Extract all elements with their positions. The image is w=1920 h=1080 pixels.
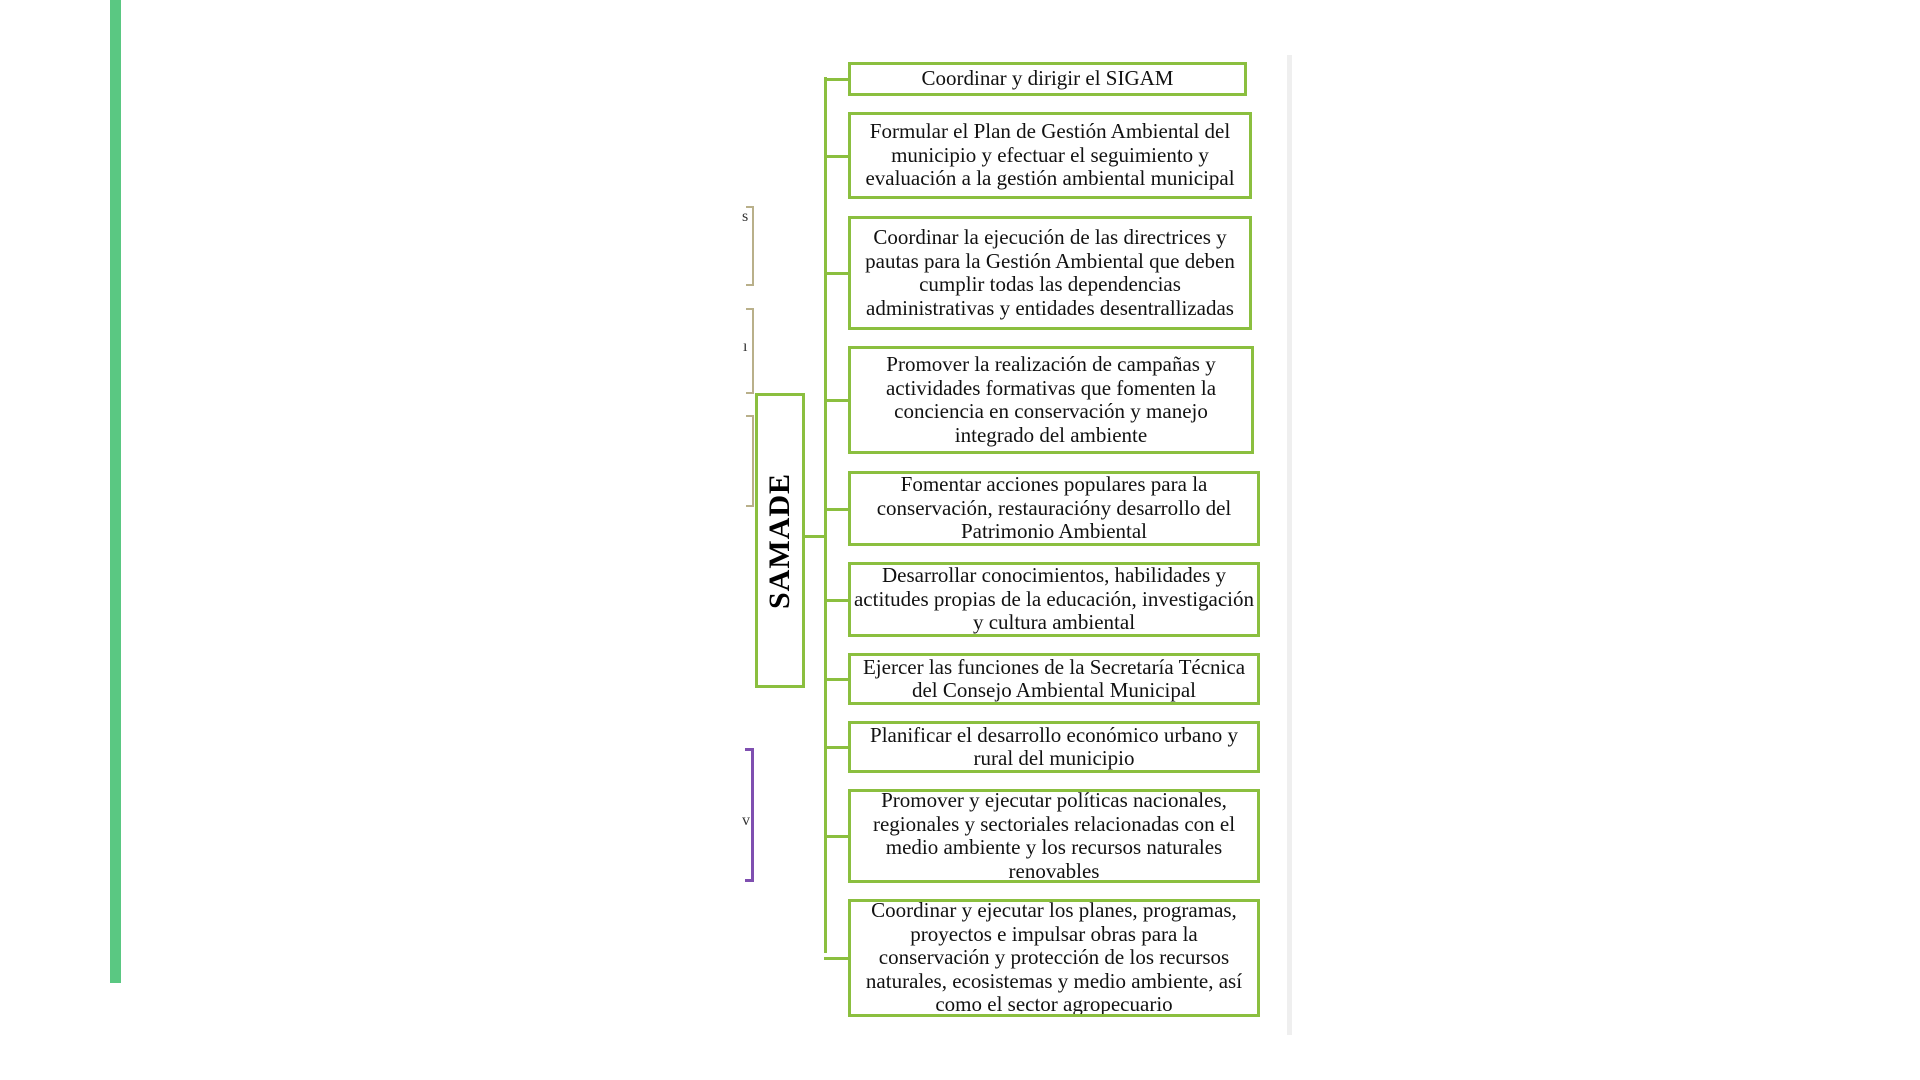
branch-connector-10 [824, 957, 848, 960]
trunk-line [824, 77, 827, 953]
branch-connector-5 [824, 507, 848, 511]
branch-connector-2 [824, 154, 848, 158]
cropped-letter-2: ı [743, 338, 748, 355]
branch-connector-1 [824, 78, 848, 81]
cropped-bracket-purple [745, 748, 754, 882]
page-edge-shadow [1287, 55, 1292, 1035]
function-box-2: Formular el Plan de Gestión Ambiental de… [848, 112, 1252, 199]
branch-connector-8 [824, 746, 848, 749]
function-box-9: Promover y ejecutar políticas nacionales… [848, 789, 1260, 883]
function-box-6: Desarrollar conocimientos, habilidades y… [848, 562, 1260, 637]
root-node-samade: SAMADE [755, 393, 805, 688]
cropped-bracket-2 [746, 308, 754, 394]
function-box-1: Coordinar y dirigir el SIGAM [848, 62, 1247, 96]
function-box-4: Promover la realización de campañas y ac… [848, 346, 1254, 454]
function-box-7: Ejercer las funciones de la Secretaría T… [848, 653, 1260, 705]
root-node-label: SAMADE [763, 472, 797, 609]
function-box-3: Coordinar la ejecución de las directrice… [848, 216, 1252, 330]
function-box-10: Coordinar y ejecutar los planes, program… [848, 899, 1260, 1017]
branch-connector-4 [824, 399, 848, 402]
branch-connector-3 [824, 272, 848, 275]
cropped-letter-1: s [742, 208, 749, 225]
root-connector [802, 535, 826, 538]
function-box-5: Fomentar acciones populares para la cons… [848, 471, 1260, 546]
branch-connector-9 [824, 835, 848, 838]
cropped-bracket-3 [746, 415, 754, 507]
left-accent-bar [110, 0, 121, 983]
function-box-8: Planificar el desarrollo económico urban… [848, 721, 1260, 773]
cropped-bracket-1 [746, 206, 754, 286]
branch-connector-6 [824, 598, 848, 602]
cropped-letter-3: v [742, 812, 750, 829]
branch-connector-7 [824, 678, 848, 681]
